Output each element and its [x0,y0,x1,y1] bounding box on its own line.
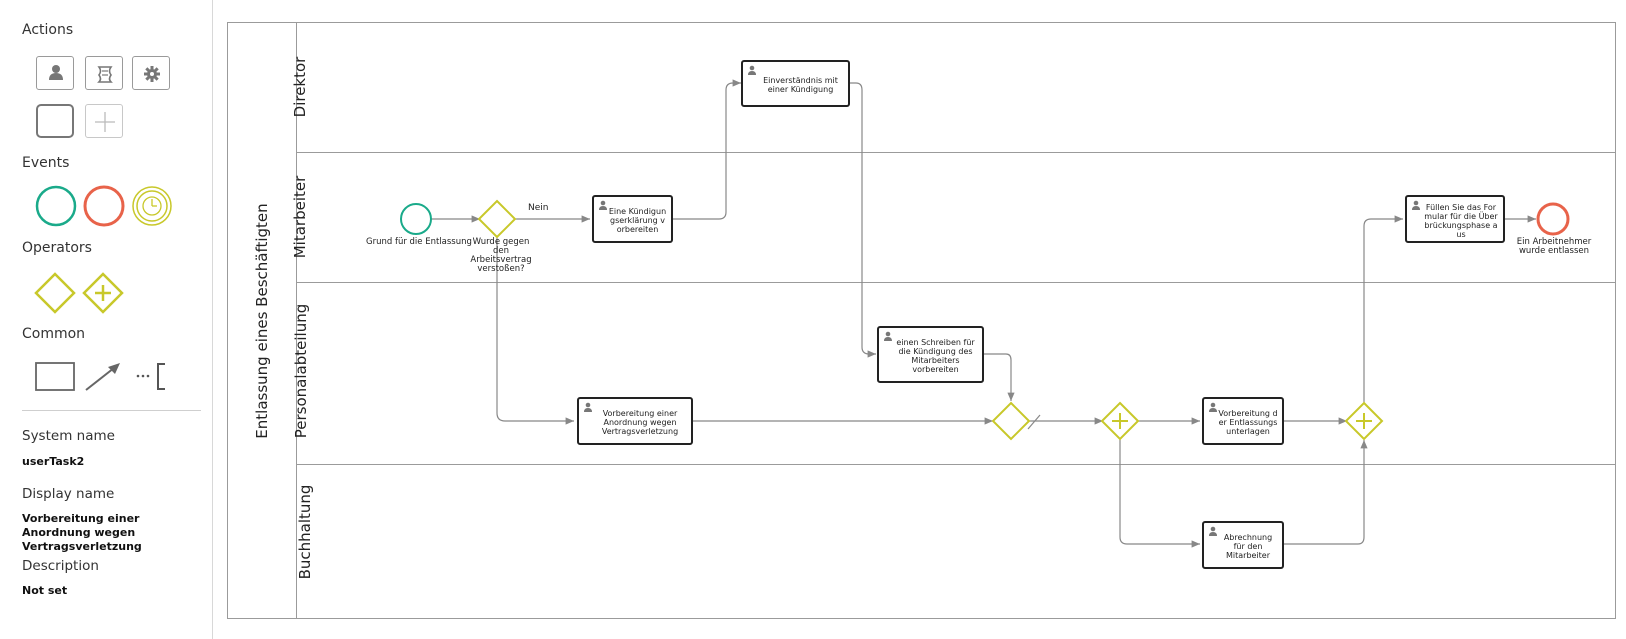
flow-settlement-to-join [1283,440,1368,545]
task-settlement[interactable]: Abrechnung für den Mitarbeiter [1202,521,1284,569]
pool[interactable] [227,22,1616,619]
script-icon [97,66,113,83]
service-task-tool[interactable] [132,56,170,90]
lane-buchhaltung[interactable] [297,464,1616,619]
exclusive-gateway-merge[interactable] [991,401,1031,441]
end-event-label: Ein Arbeitnehmer wurde entlassen [1516,237,1592,256]
user-icon [49,65,63,80]
connector-tool[interactable] [85,363,120,391]
parallel-gateway-join[interactable] [1344,401,1384,441]
pool-label-band: Entlassung eines Beschäftigten [227,22,297,619]
start-event-tool[interactable] [35,185,77,227]
sidebar-divider [22,410,201,411]
task-consent-label: Einverständnis mit einer Kündigung [763,76,838,94]
flow-to-consent [673,79,741,220]
flow-join-to-form [1363,215,1403,403]
default-flow-mark [1027,414,1041,430]
task-order-label: Vorbereitung einer Anordnung wegen Vertr… [601,409,679,436]
section-title-events: Events [22,155,70,171]
description-label: Description [22,558,99,574]
task-dismissal-docs-label: Vorbereitung der Entlassungsunterlagen [1218,409,1278,436]
task-fill-form-label: Füllen Sie das Formular für die Überbrüc… [1424,202,1498,239]
gear-icon [144,66,160,82]
display-name-value: Vorbereitung einer Anordnung wegen Vertr… [22,512,142,553]
user-icon [584,402,592,412]
user-icon [599,200,607,210]
script-task-tool[interactable] [85,56,123,90]
add-tool[interactable] [85,104,123,138]
system-name-value: userTask2 [22,455,85,468]
parallel-gateway-tool[interactable] [82,272,124,314]
parallel-gateway-fork[interactable] [1100,401,1140,441]
operator-tools [34,272,124,314]
annotation-box-tool[interactable] [35,362,75,391]
flow-consent-to-letter [850,82,876,358]
flow-letter-to-gateway [983,353,1015,401]
subprocess-tool[interactable] [36,104,74,138]
user-icon [1209,526,1217,536]
event-tools [35,185,172,227]
flow-gateway-yes [496,237,574,425]
task-fill-form[interactable]: Füllen Sie das Formular für die Überbrüc… [1405,195,1505,243]
task-letter[interactable]: einen Schreiben für die Kündigung des Mi… [877,326,984,383]
section-title-common: Common [22,326,86,342]
timer-icon [142,196,162,216]
user-task-tool[interactable] [36,56,74,90]
user-icon [1209,402,1217,412]
task-letter-label: einen Schreiben für die Kündigung des Mi… [896,338,975,374]
flow-fork-to-settlement [1119,439,1200,548]
display-name-label: Display name [22,486,115,502]
tool-palette-sidebar: Actions [0,0,213,639]
text-annotation-tool[interactable] [136,363,165,390]
lane-mitarbeiter[interactable] [297,152,1616,282]
task-settlement-label: Abrechnung für den Mitarbeiter [1223,533,1273,560]
plus-icon [95,112,115,132]
exclusive-gateway-violation[interactable] [477,199,517,239]
section-title-operators: Operators [22,240,92,256]
user-icon [884,331,892,341]
end-event-tool[interactable] [83,185,125,227]
task-consent[interactable]: Einverständnis mit einer Kündigung [741,60,850,107]
user-icon [748,65,756,75]
lane-personalabteilung[interactable] [297,282,1616,464]
flow-label-no: Nein [528,203,549,213]
task-dismissal-docs[interactable]: Vorbereitung der Entlassungsunterlagen [1202,397,1284,445]
gateway-question-label: Wurde gegen den Arbeitsvertrag verstoßen… [470,237,532,274]
start-event-label: Grund für die Entlassung [366,237,472,247]
user-icon [1412,200,1420,210]
section-title-actions: Actions [22,22,74,38]
description-value: Not set [22,584,68,597]
end-event[interactable] [1536,202,1570,236]
task-order[interactable]: Vorbereitung einer Anordnung wegen Vertr… [577,397,693,445]
timer-event-tool[interactable] [132,186,172,226]
task-prepare-notice[interactable]: Eine Kündigungserklärung vorbereiten [592,195,673,243]
task-prepare-notice-label: Eine Kündigungserklärung vorbereiten [608,207,667,234]
system-name-label: System name [22,428,115,444]
common-tools [35,362,165,391]
exclusive-gateway-tool[interactable] [34,272,76,314]
start-event[interactable] [400,203,432,235]
